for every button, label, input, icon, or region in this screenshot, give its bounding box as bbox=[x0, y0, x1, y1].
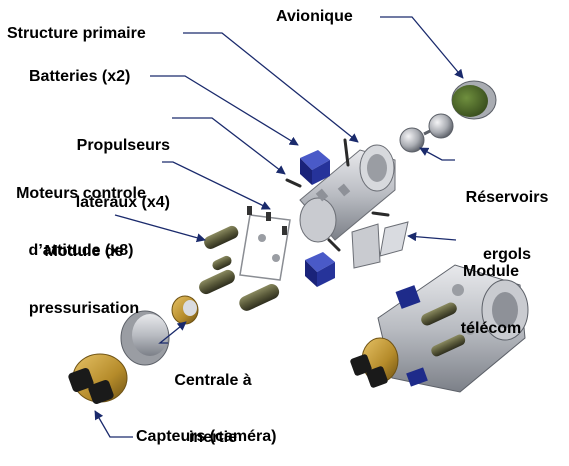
pressurisation-module-part bbox=[199, 214, 291, 311]
label-module-press-line2: pressurisation bbox=[28, 300, 140, 317]
label-structure-primaire: Structure primaire bbox=[7, 25, 146, 42]
label-avionique: Avionique bbox=[276, 8, 353, 25]
label-moteurs: Moteurs controle d’attitude (x8) bbox=[0, 146, 162, 298]
battery-part-bottom bbox=[305, 252, 335, 287]
label-moteurs-line1: Moteurs controle bbox=[16, 185, 146, 202]
leader-capteurs bbox=[94, 410, 133, 438]
label-centrale-line2: inertie bbox=[188, 429, 237, 446]
label-module-telecom: Module télécom bbox=[451, 224, 531, 376]
leader-reservoirs bbox=[419, 147, 455, 161]
label-batteries: Batteries (x2) bbox=[29, 68, 131, 85]
label-module-press-line1: Module de bbox=[44, 243, 124, 260]
label-module-telecom-line1: Module bbox=[463, 263, 519, 280]
label-module-pressurisation: Module de pressurisation bbox=[0, 204, 168, 356]
inertial-unit-part bbox=[171, 295, 199, 325]
attitude-engines-part bbox=[247, 206, 287, 235]
label-module-telecom-line2: télécom bbox=[460, 320, 522, 337]
label-capteurs: Capteurs (caméra) bbox=[136, 428, 277, 445]
leader-module-press bbox=[114, 214, 206, 243]
primary-structure-part bbox=[299, 144, 396, 243]
label-reservoirs-line1: Réservoirs bbox=[465, 189, 549, 206]
leader-module-telecom bbox=[407, 232, 457, 242]
leader-lines bbox=[94, 16, 464, 438]
leader-propulseurs bbox=[172, 117, 286, 175]
label-centrale-inertie: Centrale à inertie bbox=[168, 333, 258, 466]
label-propulseurs-line2: latéraux (x4) bbox=[75, 194, 170, 211]
leader-centrale bbox=[158, 321, 187, 344]
assembled-spacecraft bbox=[350, 264, 529, 393]
label-reservoirs-line2: ergols bbox=[482, 246, 531, 263]
lateral-thrusters-part bbox=[285, 138, 390, 252]
leader-moteurs bbox=[162, 161, 271, 210]
label-propulseurs: Propulseurs latéraux (x4) bbox=[52, 98, 170, 250]
camera-housing-part bbox=[120, 310, 170, 366]
propellant-tanks-part bbox=[399, 113, 454, 153]
label-propulseurs-line1: Propulseurs bbox=[76, 137, 170, 154]
leader-avionique bbox=[380, 16, 464, 79]
leader-batteries bbox=[150, 75, 299, 146]
battery-part-top bbox=[300, 150, 330, 185]
telecom-module-part bbox=[351, 221, 409, 269]
label-reservoirs: Réservoirs ergols bbox=[452, 150, 562, 302]
leader-structure bbox=[183, 32, 359, 143]
label-moteurs-line2: d’attitude (x8) bbox=[28, 242, 134, 259]
label-centrale-line1: Centrale à bbox=[174, 372, 252, 389]
camera-sensors-part bbox=[68, 353, 128, 405]
avionics-part bbox=[451, 80, 497, 120]
